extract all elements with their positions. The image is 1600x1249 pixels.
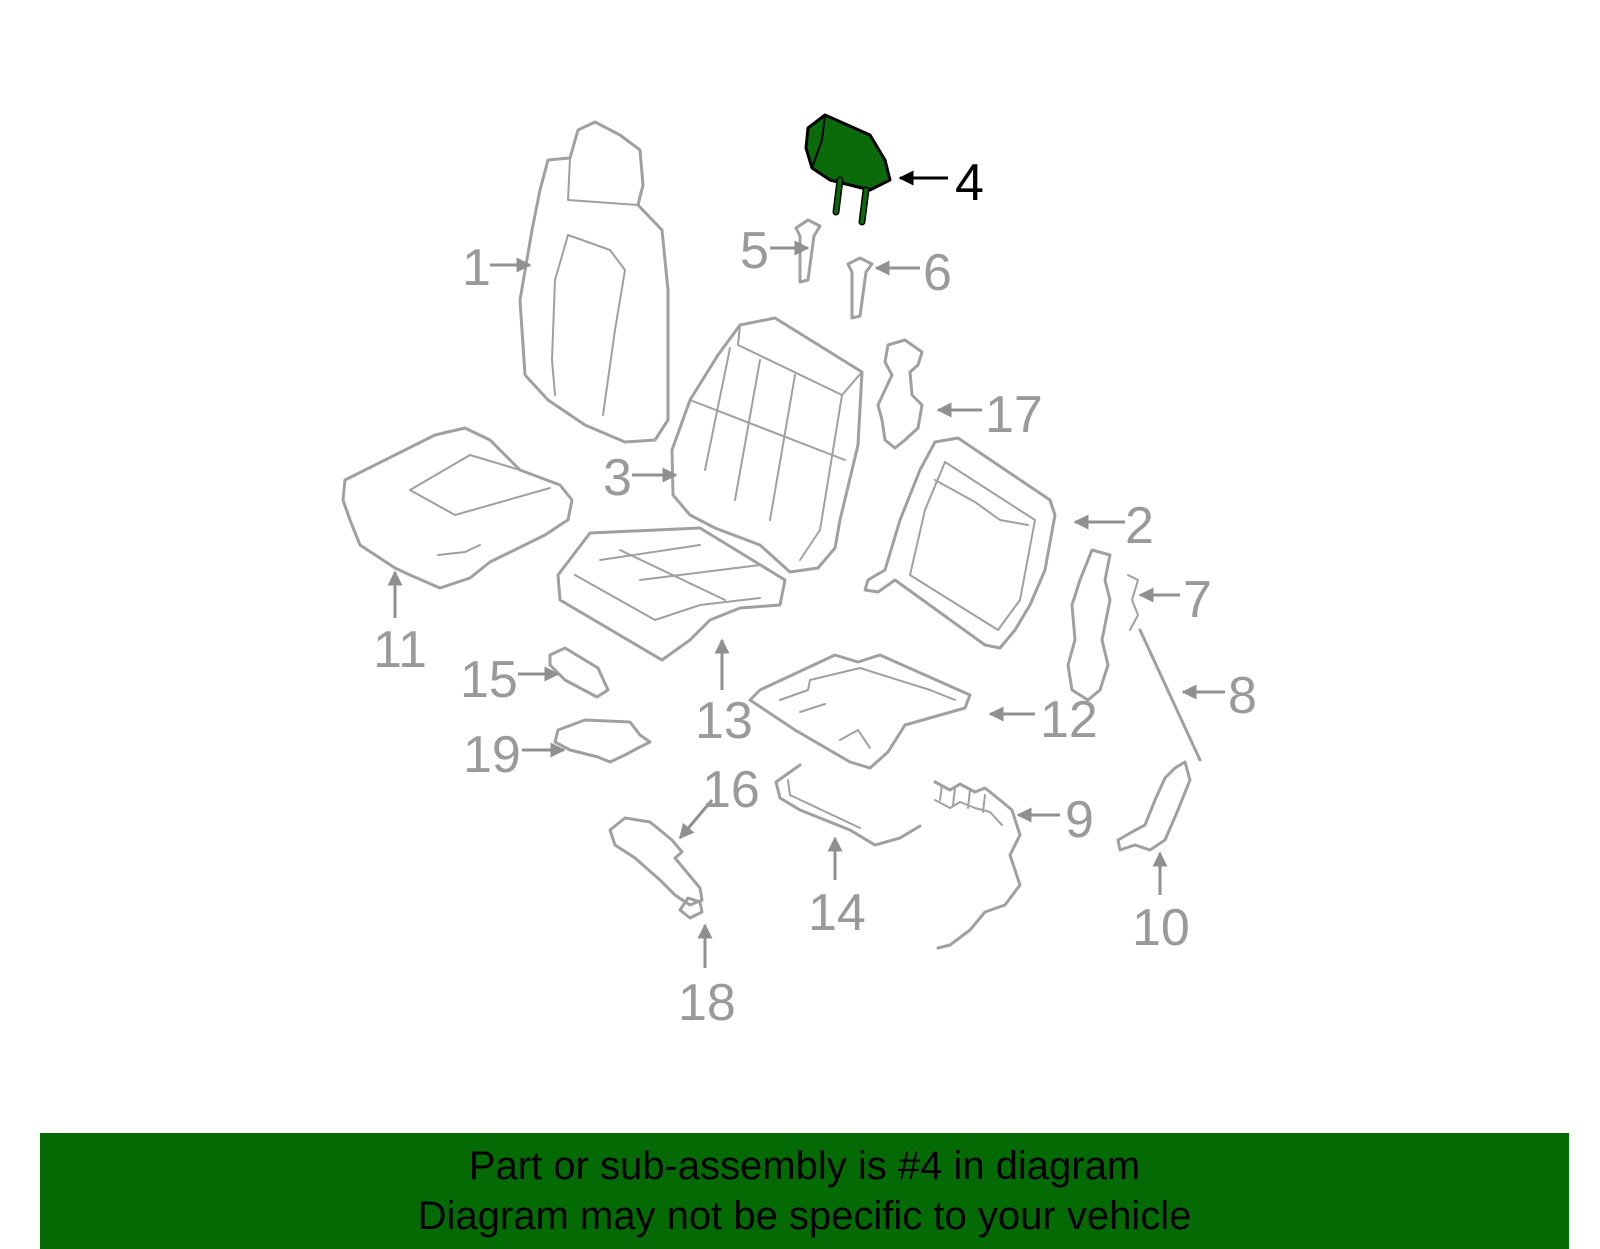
part-10-bracket[interactable] xyxy=(1116,760,1192,852)
callout-1: 1 xyxy=(462,239,491,297)
callout-19: 19 xyxy=(463,726,521,784)
callout-17: 17 xyxy=(985,386,1043,444)
part-13-seat-cushion-pad[interactable] xyxy=(556,526,787,662)
part-4-head-restraint[interactable] xyxy=(804,113,892,226)
part-16-side-shield[interactable] xyxy=(608,816,704,907)
part-5-headrest-guide[interactable] xyxy=(794,218,822,284)
callout-7: 7 xyxy=(1183,571,1212,629)
callout-3: 3 xyxy=(603,449,632,507)
part-9-wiring-harness[interactable] xyxy=(933,780,1022,950)
callout-labels: 1 2 3 4 5 6 7 8 9 10 11 12 13 14 15 16 1… xyxy=(373,154,1257,1032)
callout-5: 5 xyxy=(740,222,769,280)
callout-8: 8 xyxy=(1228,667,1257,725)
banner-line-1: Part or sub-assembly is #4 in diagram xyxy=(468,1144,1141,1188)
part-17-recliner[interactable] xyxy=(876,338,924,450)
part-3-seat-back-pad[interactable] xyxy=(670,316,864,574)
callout-18: 18 xyxy=(678,974,736,1032)
part-11-seat-cushion-pan[interactable] xyxy=(341,426,574,590)
callout-4: 4 xyxy=(955,154,984,212)
part-6-headrest-guide[interactable] xyxy=(846,256,874,320)
part-12-seat-cushion-frame[interactable] xyxy=(748,653,972,770)
callout-16: 16 xyxy=(702,761,760,819)
part-18-clip[interactable] xyxy=(678,896,704,920)
callout-12: 12 xyxy=(1040,691,1098,749)
callout-9: 9 xyxy=(1065,791,1094,849)
part-15-trim-piece[interactable] xyxy=(548,646,610,699)
callout-2: 2 xyxy=(1125,497,1154,555)
callout-6: 6 xyxy=(923,244,952,302)
callout-11: 11 xyxy=(373,621,427,679)
callout-10: 10 xyxy=(1132,899,1190,957)
part-14-wire-rod[interactable] xyxy=(774,763,922,847)
callout-15: 15 xyxy=(460,651,518,709)
banner-line-2: Diagram may not be specific to your vehi… xyxy=(417,1194,1192,1238)
part-7-side-panel[interactable] xyxy=(1066,548,1139,702)
part-2-seat-back-frame[interactable] xyxy=(863,436,1057,650)
leader-16 xyxy=(678,799,714,840)
leader-lines xyxy=(387,170,1225,968)
callout-13: 13 xyxy=(695,692,753,750)
part-1-seat-back-cover[interactable] xyxy=(518,120,670,444)
callout-14: 14 xyxy=(808,884,866,942)
part-8-cable[interactable] xyxy=(1138,628,1202,762)
info-banner: Part or sub-assembly is #4 in diagram Di… xyxy=(40,1133,1569,1249)
part-19-bracket[interactable] xyxy=(553,718,652,764)
